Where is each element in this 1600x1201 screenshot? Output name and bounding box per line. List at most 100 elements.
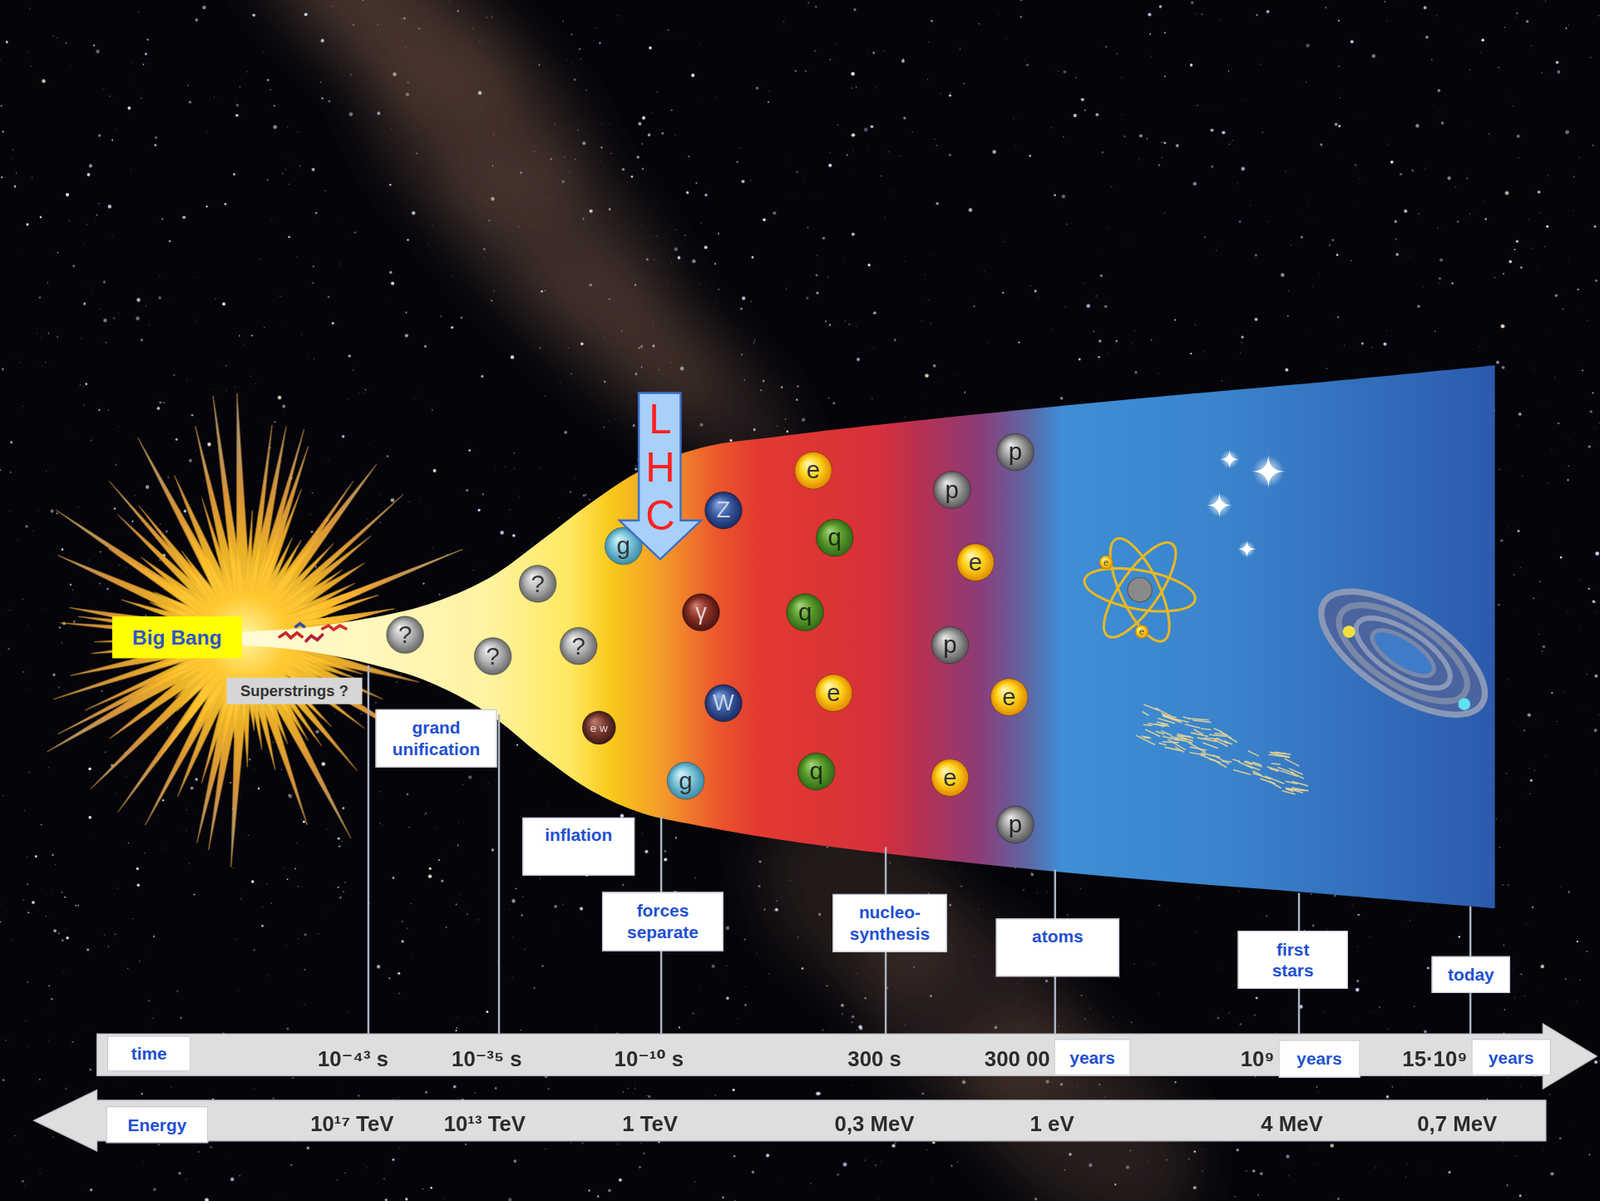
star xyxy=(1236,1148,1240,1151)
star xyxy=(926,1149,928,1151)
star xyxy=(846,153,849,156)
star xyxy=(1280,272,1285,277)
star xyxy=(717,288,720,291)
star xyxy=(1404,1076,1406,1078)
star xyxy=(651,345,655,348)
star xyxy=(627,181,629,183)
star xyxy=(894,1141,897,1144)
star xyxy=(763,908,766,910)
star xyxy=(279,295,281,297)
star xyxy=(1239,351,1242,354)
star xyxy=(634,1087,636,1089)
star xyxy=(146,38,149,40)
star xyxy=(735,160,739,163)
star xyxy=(457,844,460,846)
star xyxy=(1020,15,1023,18)
star xyxy=(462,783,465,786)
star xyxy=(851,133,855,137)
star xyxy=(406,927,408,929)
star xyxy=(277,395,282,400)
star xyxy=(1525,19,1529,23)
star xyxy=(428,244,430,246)
star xyxy=(1413,359,1416,361)
star xyxy=(1012,117,1015,119)
star xyxy=(565,58,568,60)
star xyxy=(1034,1197,1038,1200)
star xyxy=(824,320,827,323)
star xyxy=(1139,133,1143,138)
star xyxy=(646,1095,647,1097)
star xyxy=(442,1197,445,1200)
star xyxy=(558,516,560,519)
star xyxy=(716,300,718,302)
star xyxy=(1190,352,1192,355)
star xyxy=(663,857,667,861)
star xyxy=(312,281,315,284)
star xyxy=(61,938,65,942)
star xyxy=(634,284,637,287)
star xyxy=(1287,315,1289,317)
star xyxy=(1598,1059,1600,1062)
star xyxy=(479,564,481,567)
star xyxy=(1527,713,1531,717)
star xyxy=(1268,893,1270,895)
star xyxy=(206,205,208,208)
star xyxy=(571,373,573,375)
star xyxy=(1507,679,1509,681)
star xyxy=(209,388,212,391)
star xyxy=(440,316,442,317)
star xyxy=(1568,464,1570,466)
star xyxy=(618,1178,623,1182)
star xyxy=(1507,883,1509,885)
star xyxy=(933,380,936,383)
star xyxy=(1159,4,1162,8)
star xyxy=(288,183,290,185)
star xyxy=(544,290,546,292)
star xyxy=(924,373,929,378)
star xyxy=(827,276,830,278)
star xyxy=(313,358,315,360)
star xyxy=(98,202,99,204)
star xyxy=(464,1143,467,1146)
star xyxy=(1501,883,1503,885)
star xyxy=(1595,551,1600,556)
star xyxy=(544,1148,546,1150)
star xyxy=(337,886,340,889)
star xyxy=(796,171,799,173)
star xyxy=(848,323,850,326)
star xyxy=(935,202,939,205)
star xyxy=(1534,370,1536,372)
star xyxy=(247,834,249,836)
star xyxy=(1579,978,1581,980)
star xyxy=(390,281,395,286)
star xyxy=(1196,104,1199,107)
star xyxy=(64,928,67,930)
star xyxy=(758,884,761,887)
star xyxy=(1454,186,1457,188)
star xyxy=(389,183,392,187)
star xyxy=(1063,70,1067,75)
star xyxy=(1528,1029,1531,1032)
star xyxy=(287,236,291,239)
star xyxy=(317,932,320,934)
star xyxy=(1116,53,1118,55)
star xyxy=(819,282,822,285)
star xyxy=(720,977,723,979)
star xyxy=(1288,290,1289,292)
star xyxy=(24,525,28,529)
star xyxy=(291,159,293,161)
star xyxy=(315,565,317,568)
star xyxy=(483,256,485,258)
star xyxy=(261,924,264,928)
star xyxy=(1210,165,1214,168)
star xyxy=(767,101,770,104)
star xyxy=(957,1160,959,1162)
star xyxy=(234,385,237,388)
star xyxy=(321,917,324,919)
star xyxy=(760,389,762,391)
star xyxy=(418,389,420,391)
star xyxy=(429,1186,433,1190)
star xyxy=(568,171,571,173)
star xyxy=(538,759,540,761)
star xyxy=(1506,95,1508,98)
